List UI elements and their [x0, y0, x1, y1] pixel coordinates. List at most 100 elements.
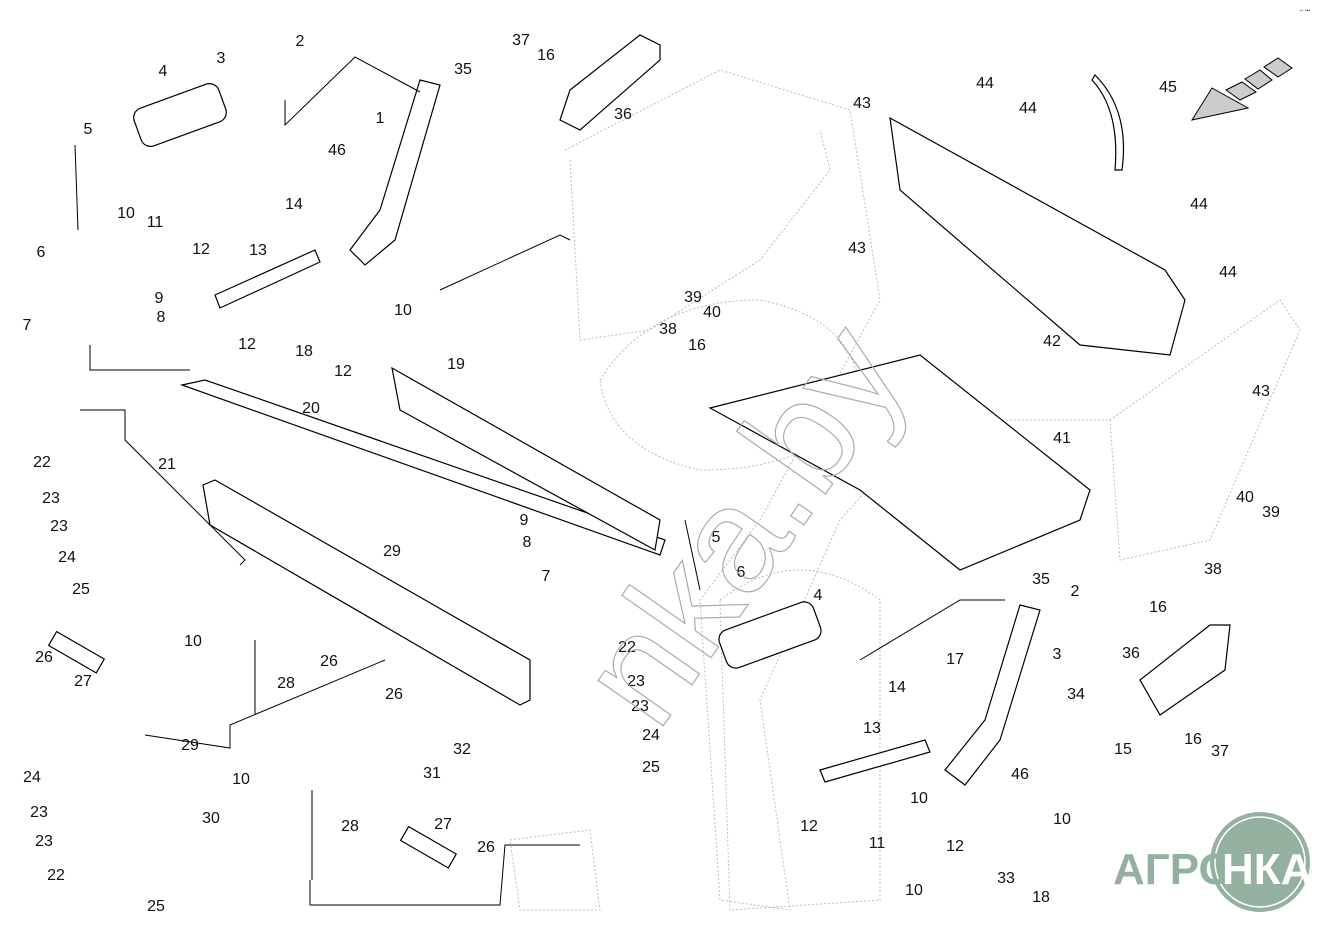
callout-label: 12: [800, 818, 818, 835]
callout-label: 44: [1219, 264, 1237, 281]
callout-label: 44: [1190, 196, 1208, 213]
callout-label: 46: [1011, 766, 1029, 783]
callout-label: 39: [684, 289, 702, 306]
callout-label: 25: [147, 898, 165, 915]
callout-label: 11: [147, 214, 164, 231]
callout-label: 14: [285, 196, 303, 213]
callout-label: 10: [905, 882, 923, 899]
callout-label: 27: [74, 673, 92, 690]
callout-label: 30: [202, 810, 220, 827]
callout-label: 10: [117, 205, 135, 222]
callout-label: 26: [385, 686, 403, 703]
callout-label: 8: [157, 309, 166, 326]
callout-label: 4: [814, 587, 823, 604]
callout-label: 16: [688, 337, 706, 354]
arm-1: [349, 79, 441, 266]
callout-label: 37: [1211, 743, 1229, 760]
callout-label: 31: [423, 765, 441, 782]
callout-label: 2: [296, 33, 305, 50]
callout-label: 13: [249, 242, 267, 259]
callout-label: 22: [618, 639, 636, 656]
callout-label: 36: [1122, 645, 1140, 662]
callout-label: 23: [42, 490, 60, 507]
callout-label: 21: [158, 456, 176, 473]
callout-label: 22: [47, 867, 65, 884]
callout-label: 40: [703, 304, 721, 321]
curved-strip-45: [1091, 74, 1125, 171]
callout-label: 27: [434, 816, 452, 833]
callout-label: 26: [477, 839, 495, 856]
callout-label: 14: [888, 679, 906, 696]
callout-label: 23: [627, 673, 645, 690]
callout-label: 32: [453, 741, 471, 758]
logo-text-right: НКА: [1222, 845, 1312, 894]
callout-label: 6: [37, 244, 46, 261]
callout-label: 43: [848, 240, 866, 257]
panel-41: [708, 354, 1091, 571]
callout-label: 37: [512, 32, 530, 49]
callout-label: 12: [334, 363, 352, 380]
callout-label: 17: [946, 651, 964, 668]
callout-label: 29: [181, 737, 199, 754]
callout-label: 11: [869, 835, 886, 852]
callout-label: 3: [1053, 646, 1062, 663]
callout-label: 35: [454, 61, 472, 78]
callout-label: 38: [659, 321, 677, 338]
direction-arrow-icon: [1190, 57, 1293, 121]
callout-label: 9: [155, 290, 164, 307]
callout-label: 12: [192, 241, 210, 258]
callout-label: 10: [394, 302, 412, 319]
callout-label: 20: [302, 400, 320, 417]
callout-label: 23: [35, 833, 53, 850]
callout-label: 28: [277, 675, 295, 692]
callout-label: 23: [30, 804, 48, 821]
callout-label: 4: [159, 63, 168, 80]
callout-label: 25: [642, 759, 660, 776]
callout-label: 24: [642, 727, 660, 744]
link-13-lower: [819, 739, 931, 783]
callout-label: 7: [23, 317, 32, 334]
shield-36-right: [1139, 624, 1231, 716]
parts: [47, 34, 1231, 880]
callout-label: 38: [1204, 561, 1222, 578]
callout-label: 25: [72, 581, 90, 598]
callout-label: 24: [58, 549, 76, 566]
callout-label: 23: [50, 518, 68, 535]
callout-label: 6: [737, 564, 746, 581]
cover-42: [889, 116, 1186, 356]
actuator-4: [133, 83, 227, 147]
pin-27-lower: [399, 825, 458, 869]
callout-label: 41: [1053, 430, 1071, 447]
beam-20: [179, 379, 666, 556]
callout-label: 10: [910, 790, 928, 807]
callout-label: 46: [328, 142, 346, 159]
callout-label: 43: [853, 95, 871, 112]
callout-label: 39: [1262, 504, 1280, 521]
callout-label: 23: [631, 698, 649, 715]
link-13: [214, 249, 321, 309]
callout-label: 13: [863, 720, 881, 737]
callout-label: 18: [295, 343, 313, 360]
channel-21: [202, 479, 531, 706]
callout-label: 26: [35, 649, 53, 666]
actuator-4-lower: [718, 601, 822, 669]
callout-label: 8: [523, 534, 532, 551]
callout-label: 12: [946, 838, 964, 855]
callout-label: 9: [520, 512, 529, 529]
callout-label: 2: [1071, 583, 1080, 600]
logo-text-left: АГРО: [1113, 845, 1233, 894]
callout-label: 10: [1053, 811, 1071, 828]
callout-label: 5: [712, 529, 721, 546]
callout-label: 10: [232, 771, 250, 788]
callout-label: 24: [23, 769, 41, 786]
corner-mark: ▪▫ ▪▪▪: [1300, 8, 1310, 14]
machine-frame-outline: [509, 69, 1301, 911]
callout-label: 16: [1149, 599, 1167, 616]
arm-34: [944, 604, 1041, 786]
leader-lines: [80, 56, 1005, 906]
callout-label: 44: [976, 75, 994, 92]
callout-label: 36: [614, 106, 632, 123]
